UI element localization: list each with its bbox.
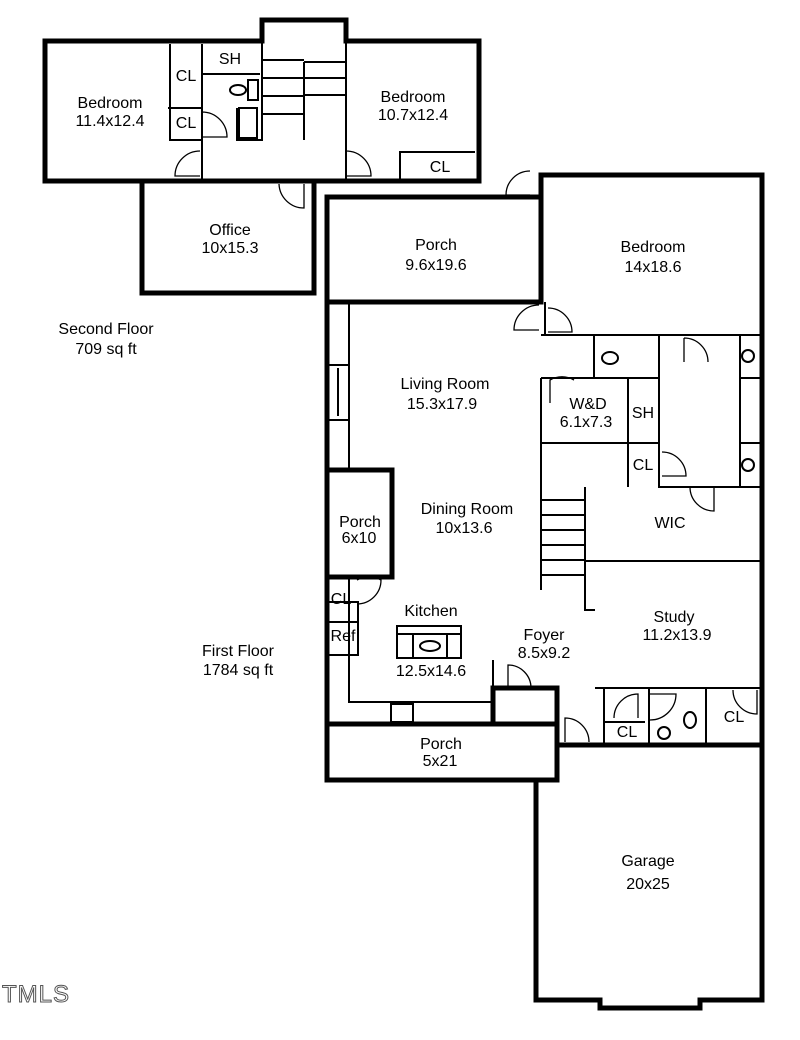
room-name: Bedroom: [381, 89, 446, 106]
room-size: 6.1x7.3: [560, 414, 613, 431]
room-size: 12.5x14.6: [396, 663, 466, 680]
closet-label: CL: [617, 724, 638, 741]
closet-label: CL: [430, 159, 451, 176]
first-floor-walls: [324, 172, 765, 1011]
watermark: TMLS: [2, 981, 70, 1008]
room-name: Garage: [621, 853, 674, 870]
closet-label: CL: [176, 68, 197, 85]
room-name: W&D: [569, 396, 606, 413]
room-size: 9.6x19.6: [405, 257, 466, 274]
floor-label: First Floor: [202, 643, 275, 660]
wic-label: WIC: [654, 515, 685, 532]
room-name: Bedroom: [621, 239, 686, 256]
room-size: 8.5x9.2: [518, 645, 571, 662]
second-floor-walls: [42, 17, 482, 296]
room-size: 20x25: [626, 876, 670, 893]
floor-label: Second Floor: [58, 321, 154, 338]
room-size: 10x13.6: [436, 520, 493, 537]
room-name: Porch: [339, 514, 381, 531]
room-size: 14x18.6: [625, 259, 682, 276]
room-size: 10.7x12.4: [378, 107, 448, 124]
shower-label: SH: [219, 51, 241, 68]
room-size: 15.3x17.9: [407, 396, 477, 413]
room-size: 11.2x13.9: [642, 627, 711, 644]
room-name: Porch: [415, 237, 457, 254]
room-name: Porch: [420, 736, 462, 753]
room-name: Office: [209, 222, 251, 239]
first-floor-doors: [356, 304, 758, 743]
refrigerator-label: Ref: [331, 628, 356, 645]
room-size: 11.4x12.4: [75, 113, 144, 130]
room-size: 6x10: [342, 530, 377, 547]
closet-label: CL: [724, 709, 745, 726]
room-size: 10x15.3: [202, 240, 259, 257]
closet-label: CL: [633, 457, 654, 474]
room-name: Kitchen: [404, 603, 457, 620]
room-size: 5x21: [423, 753, 458, 770]
closet-label: CL: [176, 115, 197, 132]
room-name: Dining Room: [421, 501, 513, 518]
shower-label: SH: [632, 405, 654, 422]
room-name: Bedroom: [78, 95, 143, 112]
room-name: Living Room: [401, 376, 490, 393]
floor-area: 1784 sq ft: [203, 662, 274, 679]
room-name: Study: [654, 609, 695, 626]
second-floor-doors: [174, 111, 531, 209]
room-name: Foyer: [524, 627, 566, 644]
floor-area: 709 sq ft: [75, 341, 137, 358]
closet-label: CL: [331, 591, 352, 608]
